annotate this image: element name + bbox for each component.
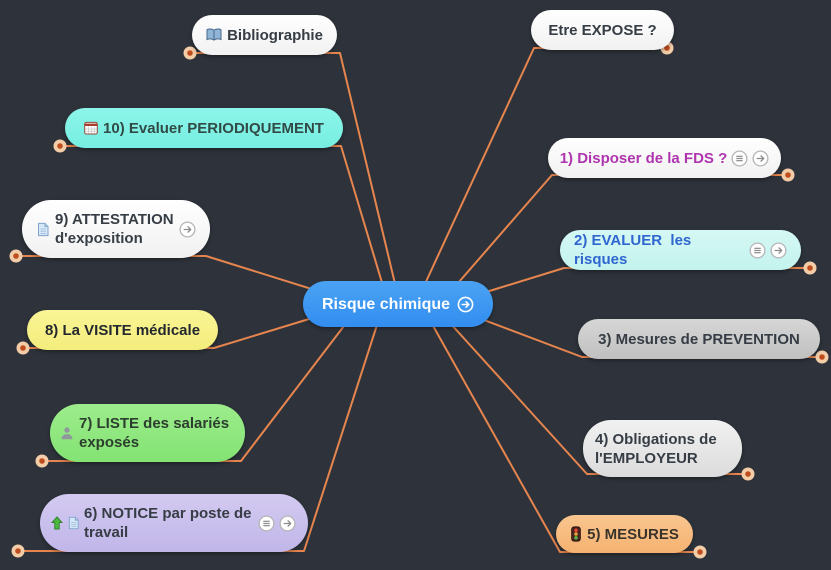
green-up-arrow-icon [51, 516, 63, 530]
node-7-liste-salaries-exposes[interactable]: 7) LISTE des salariés exposés [50, 404, 245, 462]
link-arrow-icon[interactable] [279, 515, 296, 532]
node-6-notice-poste-travail[interactable]: 6) NOTICE par poste de travail [40, 494, 308, 552]
node-label: 8) La VISITE médicale [44, 321, 201, 339]
link-arrow-icon[interactable] [770, 242, 787, 259]
open-book-icon [206, 28, 222, 42]
notes-icon[interactable] [731, 150, 748, 167]
node-label: 2) EVALUER les risques [574, 232, 696, 268]
node-label: 4) Obligations de l'EMPLOYEUR [595, 430, 721, 467]
node-4-obligations-employeur[interactable]: 4) Obligations de l'EMPLOYEUR [583, 420, 742, 477]
node-5-mesures[interactable]: 5) MESURES [556, 515, 693, 553]
node-label: Bibliographie [227, 26, 323, 44]
node-label: 5) MESURES [587, 525, 679, 543]
node-bibliographie[interactable]: Bibliographie [192, 15, 337, 55]
node-label: 9) ATTESTATION d'exposition [55, 211, 178, 247]
notes-icon[interactable] [258, 515, 275, 532]
calendar-icon [84, 121, 98, 135]
document-icon [67, 516, 80, 530]
node-10-evaluer-periodiquement[interactable]: 10) Evaluer PERIODIQUEMENT [65, 108, 343, 148]
node-label: 7) LISTE des salariés exposés [79, 415, 234, 451]
node-9-attestation-exposition[interactable]: 9) ATTESTATION d'exposition [22, 200, 210, 258]
node-label: Etre EXPOSE ? [548, 21, 657, 39]
notes-icon[interactable] [749, 242, 766, 259]
connector-endpoints [9, 41, 829, 559]
node-label: 6) NOTICE par poste de travail [84, 505, 256, 541]
node-etre-expose[interactable]: Etre EXPOSE ? [531, 10, 674, 50]
traffic-light-icon [570, 526, 582, 542]
node-3-mesures-prevention[interactable]: 3) Mesures de PREVENTION [578, 319, 820, 359]
person-icon [60, 426, 74, 440]
link-arrow-icon[interactable] [179, 221, 196, 238]
expand-arrow-icon[interactable] [457, 296, 474, 313]
node-8-visite-medicale[interactable]: 8) La VISITE médicale [27, 310, 218, 350]
node-1-disposer-fds[interactable]: 1) Disposer de la FDS ? [548, 138, 781, 178]
root-node-risque-chimique[interactable]: Risque chimique [303, 281, 493, 327]
node-label: 3) Mesures de PREVENTION [598, 330, 800, 348]
node-2-evaluer-risques[interactable]: 2) EVALUER les risques [560, 230, 801, 270]
node-label: 1) Disposer de la FDS ? [559, 149, 728, 167]
node-label: 10) Evaluer PERIODIQUEMENT [103, 119, 324, 137]
node-label: Risque chimique [321, 295, 451, 313]
link-arrow-icon[interactable] [752, 150, 769, 167]
document-icon [36, 222, 50, 237]
